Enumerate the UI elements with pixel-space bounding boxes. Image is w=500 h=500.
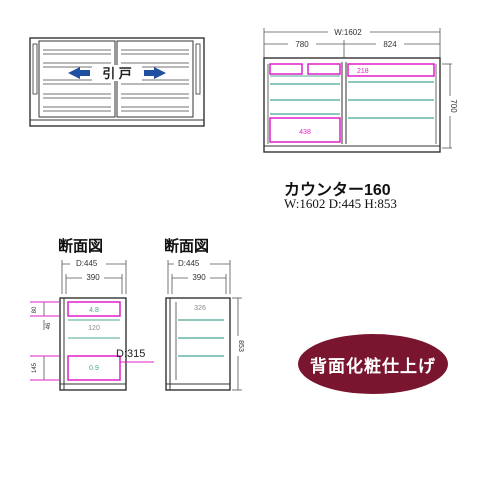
door-slats: [43, 49, 189, 112]
section-left-outline: [59, 297, 127, 391]
right-width: 824: [383, 40, 397, 49]
elevation-outline: [263, 57, 441, 153]
left-bottom-drawer-label: 438: [299, 129, 311, 136]
section-left-height-2: 46: [46, 322, 52, 329]
section-left-internal-depth: D:315: [116, 348, 145, 360]
back-finish-badge-text: 背面化粧仕上げ: [310, 356, 436, 376]
section-right-drawing: D:445 390 853 326: [165, 257, 244, 391]
section-right-title: 断面図: [164, 238, 210, 255]
right-shelves: [348, 81, 434, 119]
back-finish-badge: 背面化粧仕上げ: [298, 334, 448, 394]
left-top-drawer-2: [307, 63, 341, 75]
product-dimensions: W:1602 D:445 H:853: [284, 196, 397, 211]
section-right-height: 853: [237, 340, 244, 352]
section-left-bottom-drawer: [67, 355, 121, 381]
section-left-top-drawer: [67, 301, 121, 317]
front-view-outline: [29, 37, 205, 127]
left-top-drawer-1: [269, 63, 303, 75]
section-left-inner-depth: 390: [86, 273, 100, 282]
section-right-inner-label: 326: [194, 305, 206, 312]
section-right-shelves: [178, 319, 224, 357]
product-name: カウンター160: [284, 182, 391, 199]
section-right-depth: D:445: [178, 259, 200, 268]
section-left-title: 断面図: [58, 238, 104, 255]
front-view-drawing: 引 戸: [29, 37, 205, 127]
section-left-inner-label-1: 4.8: [89, 307, 99, 314]
left-shelves: [270, 83, 340, 115]
section-left-mid-label: 120: [88, 325, 100, 332]
elevation-drawing: W:1602 780 824 700 438 218: [263, 26, 458, 153]
section-left-shelves: [68, 319, 120, 339]
left-handle: [32, 43, 38, 95]
left-bottom-drawer: [269, 117, 341, 143]
right-top-label: 218: [357, 68, 369, 75]
section-left-drawing: D:445 390 4.8 0.9 120 80 46 145 D:315: [30, 257, 154, 391]
section-right-outline: [165, 297, 231, 391]
section-right-inner-depth: 390: [192, 273, 206, 282]
section-left-inner-label-2: 0.9: [89, 365, 99, 372]
height-mark: 700: [449, 99, 458, 113]
section-left-height-1: 80: [32, 306, 38, 313]
right-handle: [195, 43, 201, 95]
left-width: 780: [295, 40, 309, 49]
overall-width: W:1602: [334, 28, 362, 37]
door-label: 引 戸: [102, 66, 132, 81]
section-left-height-4: 145: [32, 362, 38, 373]
right-top-box: [347, 63, 435, 77]
slide-arrows-icon: [68, 67, 166, 79]
section-left-depth: D:445: [76, 259, 98, 268]
